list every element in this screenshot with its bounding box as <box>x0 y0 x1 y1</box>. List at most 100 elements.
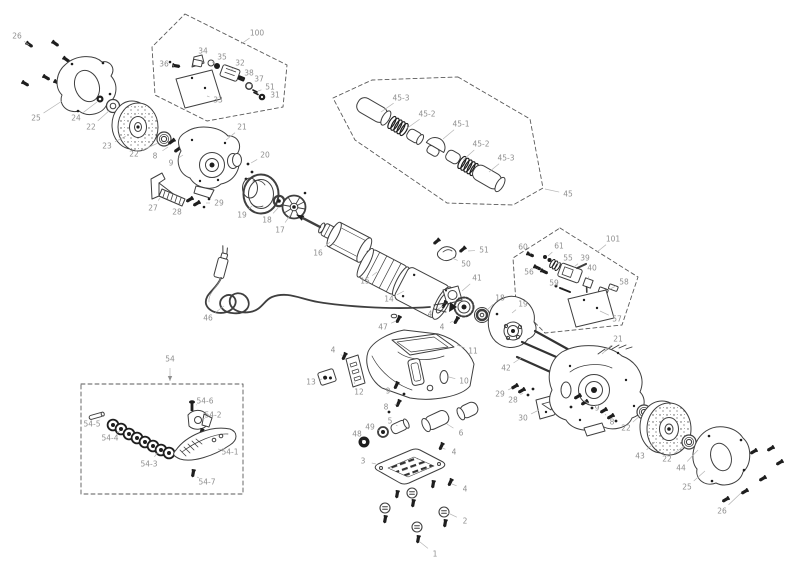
leader-line <box>596 244 607 253</box>
leader-line <box>248 205 253 210</box>
part-label-54-1: 54-1 <box>221 448 238 457</box>
leader-line <box>513 357 522 364</box>
grommet-49 <box>377 426 389 438</box>
part-label-12: 12 <box>354 388 364 397</box>
part-label-8: 8 <box>153 152 158 161</box>
part-label-5: 5 <box>388 417 393 426</box>
part-label-26: 26 <box>717 507 727 516</box>
part-label-47: 47 <box>378 323 388 332</box>
part-label-54-4: 54-4 <box>101 434 118 443</box>
part-label-45-3: 45-3 <box>497 154 514 163</box>
assembly-box-100 <box>151 13 288 122</box>
part-label-54-5: 54-5 <box>83 420 100 429</box>
cord-guard-45 <box>356 97 506 193</box>
gear-housing-21-right <box>548 344 645 437</box>
part-label-20: 20 <box>260 151 270 160</box>
leader-line <box>250 84 253 86</box>
part-label-35: 35 <box>217 53 227 62</box>
assembly-box-101 <box>512 227 639 334</box>
power-cord-46 <box>204 245 457 315</box>
part-label-28: 28 <box>172 208 182 217</box>
leader-line <box>609 285 617 290</box>
part-label-38: 38 <box>244 69 254 78</box>
part-label-21: 21 <box>237 123 247 132</box>
leader-line <box>217 448 222 451</box>
part-label-59: 59 <box>549 279 559 288</box>
screw-47 <box>390 313 403 325</box>
nut-48 <box>358 436 370 448</box>
part-label-49: 49 <box>365 423 375 432</box>
leader-line <box>601 344 612 355</box>
brush-holder-50 <box>431 236 468 262</box>
side-cover-25-right <box>692 426 751 486</box>
fan-cover-19-left <box>242 173 280 215</box>
part-label-100: 100 <box>250 29 265 38</box>
part-label-16: 16 <box>313 249 323 258</box>
leader-line <box>529 252 532 255</box>
part-label-54-2: 54-2 <box>204 411 221 420</box>
bottom-vent-plate-3 <box>374 448 446 485</box>
part-label-41: 41 <box>472 274 482 283</box>
part-label-2: 2 <box>463 517 468 526</box>
bushing-6 <box>421 401 479 433</box>
leader-line <box>646 441 656 451</box>
part-label-25: 25 <box>31 114 41 123</box>
leader-line <box>686 449 699 462</box>
part-label-54-3: 54-3 <box>140 460 157 469</box>
leader-line <box>507 387 513 391</box>
leader-line <box>693 470 706 482</box>
part-label-50: 50 <box>461 260 471 269</box>
leader-line <box>114 135 127 143</box>
part-label-57: 57 <box>612 315 622 324</box>
part-label-51: 51 <box>265 83 275 92</box>
assembly-box-54 <box>80 383 244 495</box>
leader-line <box>284 213 292 223</box>
part-label-55: 55 <box>563 254 573 263</box>
leader-line <box>451 483 457 487</box>
part-label-42: 42 <box>501 364 511 373</box>
leader-line <box>340 354 344 357</box>
part-label-48: 48 <box>352 430 362 439</box>
part-label-18: 18 <box>495 294 505 303</box>
part-label-101: 101 <box>606 235 621 244</box>
screws-8-9-right <box>569 392 618 423</box>
leader-line <box>728 492 742 506</box>
leader-line <box>162 146 169 152</box>
part-label-45-3: 45-3 <box>392 94 409 103</box>
part-label-4: 4 <box>331 346 336 355</box>
leader-line <box>488 163 500 173</box>
part-label-9: 9 <box>595 404 600 413</box>
leader-line <box>520 392 524 396</box>
part-label-54-6: 54-6 <box>196 397 213 406</box>
screws-28-29-right <box>509 382 535 397</box>
leader-line <box>97 109 111 122</box>
part-label-22: 22 <box>86 123 96 132</box>
part-label-26: 26 <box>12 32 22 41</box>
part-label-15: 15 <box>360 277 370 286</box>
part-label-18: 18 <box>262 216 272 225</box>
leader-line <box>441 447 446 450</box>
part-label-60: 60 <box>518 243 528 252</box>
leader-arrowhead <box>167 376 173 381</box>
part-label-8: 8 <box>384 403 389 412</box>
leader-line <box>451 257 458 261</box>
part-label-19: 19 <box>237 211 247 220</box>
part-label-17: 17 <box>275 226 285 235</box>
part-label-54-7: 54-7 <box>198 478 215 487</box>
leader-line <box>371 462 377 465</box>
part-label-43: 43 <box>635 452 645 461</box>
leader-line <box>561 287 564 289</box>
part-label-8: 8 <box>610 418 615 427</box>
field-coil-15 <box>356 247 410 297</box>
leader-line <box>214 305 225 313</box>
part-label-34: 34 <box>198 47 208 56</box>
leader-line <box>599 310 610 316</box>
washer-24 <box>96 95 104 103</box>
leader-line <box>361 439 364 442</box>
part-label-11: 11 <box>468 347 478 356</box>
part-label-4: 4 <box>463 485 468 494</box>
leader-line <box>230 68 234 71</box>
part-label-54: 54 <box>165 355 175 364</box>
